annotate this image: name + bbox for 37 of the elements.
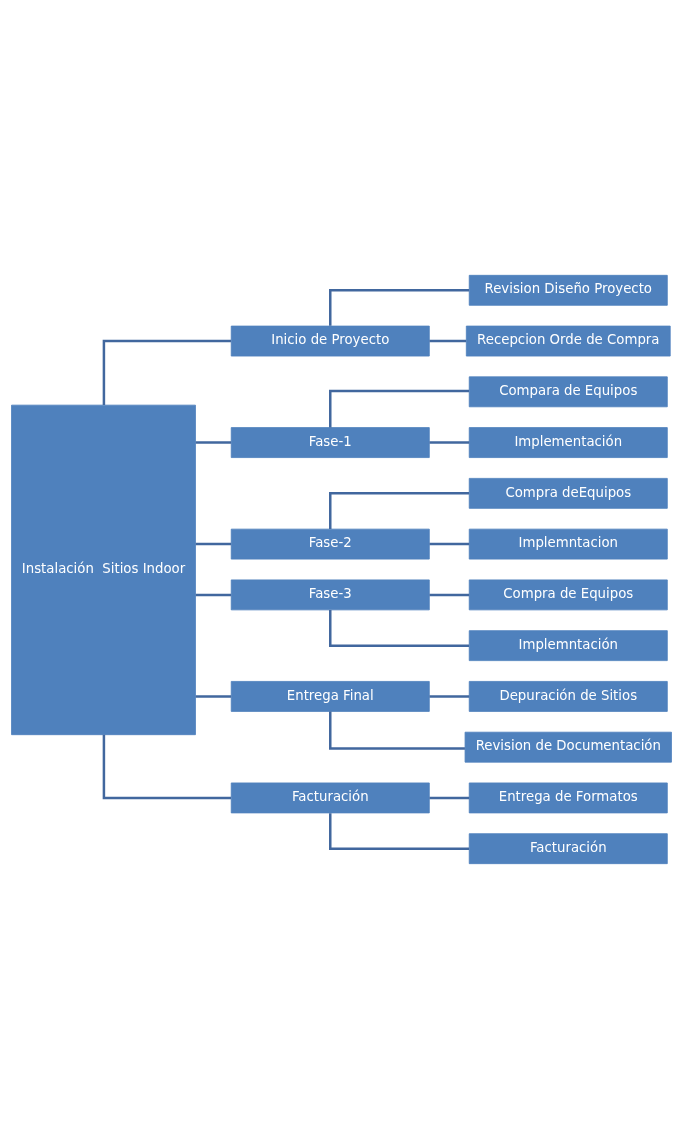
connector <box>429 339 467 342</box>
node-box: Fase-2 <box>230 528 430 559</box>
connector <box>329 812 470 850</box>
connector <box>329 609 470 647</box>
node-box: Entrega Final <box>230 680 430 712</box>
node-box: Revision Diseño Proyecto <box>468 274 668 306</box>
connector <box>329 710 465 750</box>
connector <box>195 440 232 444</box>
connector <box>195 694 232 698</box>
node-box: Implementación <box>468 426 668 458</box>
node-box: Depuración de Sitios <box>468 680 668 712</box>
node-box: Recepcion Orde de Compra <box>465 325 671 356</box>
connector <box>429 440 470 444</box>
node-box: Compra de Equipos <box>468 579 668 610</box>
connector <box>429 694 470 698</box>
connector <box>102 339 231 405</box>
node-box: Facturación <box>230 782 430 813</box>
connector <box>102 734 231 799</box>
node-box: Implemntacion <box>468 528 668 559</box>
connector <box>329 288 470 326</box>
node-box: Entrega de Formatos <box>468 782 668 813</box>
node-box: Compara de Equipos <box>468 375 668 407</box>
node-box: Instalación Sitios Indoor <box>11 404 196 735</box>
node-box: Fase-1 <box>230 426 430 458</box>
connector <box>429 796 470 799</box>
node-box: Facturación <box>468 832 668 864</box>
connector <box>429 542 470 545</box>
connector <box>195 593 232 596</box>
connector <box>429 593 470 596</box>
connector <box>329 389 470 427</box>
connector <box>329 491 470 529</box>
node-box: Revision de Documentación <box>464 731 672 763</box>
node-box: Compra deEquipos <box>468 477 668 509</box>
node-box: Inicio de Proyecto <box>230 325 430 356</box>
node-box: Implemntación <box>468 629 668 661</box>
connector <box>195 542 232 545</box>
node-box: Fase-3 <box>230 579 430 610</box>
